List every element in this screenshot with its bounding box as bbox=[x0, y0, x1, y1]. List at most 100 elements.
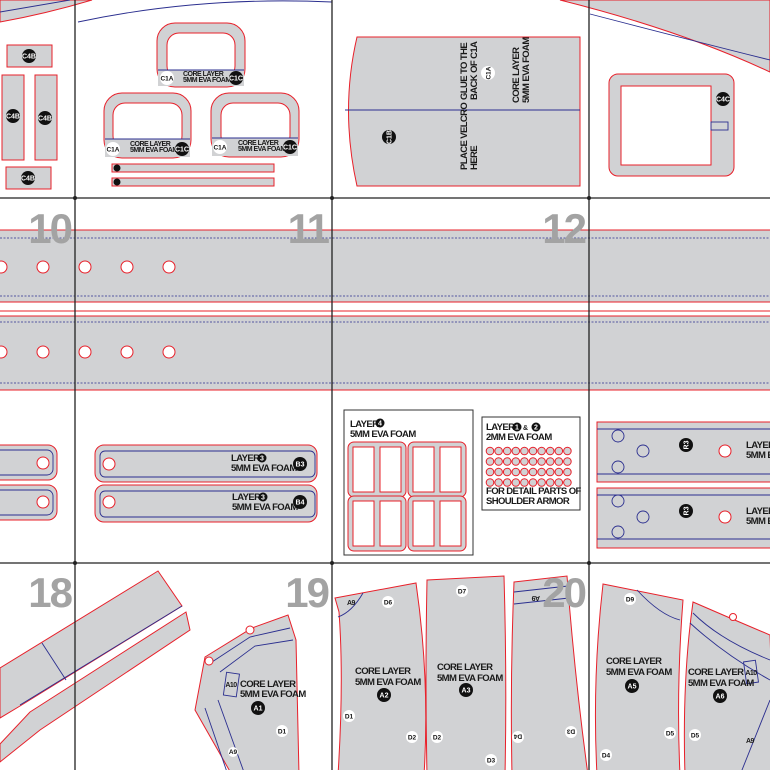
detail-dot-piece bbox=[502, 467, 512, 477]
a4-piece: A9 D4 D3 bbox=[510, 575, 588, 770]
detail-dot-piece bbox=[563, 478, 572, 487]
detail-dot-piece bbox=[520, 467, 529, 477]
a6-piece: A10 CORE LAYER 5MM EVA FOAM A6 D5 A9 bbox=[683, 601, 770, 770]
detail-dot-piece bbox=[545, 478, 555, 487]
guide-line bbox=[77, 0, 333, 23]
detail-dot-piece bbox=[563, 467, 572, 477]
strap-piece bbox=[0, 444, 58, 481]
detail-dot-piece bbox=[502, 446, 512, 456]
svg-text:D2: D2 bbox=[408, 735, 417, 742]
svg-text:PLACE VELCRO: PLACE VELCRO bbox=[459, 103, 470, 170]
svg-text:C1A: C1A bbox=[106, 147, 119, 154]
svg-text:B3: B3 bbox=[296, 462, 305, 469]
svg-text:BACK OF C1A: BACK OF C1A bbox=[469, 41, 480, 100]
detail-dot-piece bbox=[528, 467, 538, 477]
strap-piece bbox=[0, 484, 58, 521]
svg-text:LAYER: LAYER bbox=[231, 453, 260, 464]
svg-text:5MM E: 5MM E bbox=[746, 516, 770, 527]
detail-dot-piece bbox=[511, 467, 521, 477]
detail-dot-piece bbox=[502, 478, 512, 487]
detail-dot-piece bbox=[485, 467, 495, 477]
svg-text:5MM EVA FOAM: 5MM EVA FOAM bbox=[240, 689, 306, 700]
detail-dot-piece bbox=[537, 467, 546, 477]
layer4-piece bbox=[407, 441, 467, 498]
page-number: 12 bbox=[542, 205, 585, 252]
detail-dot-piece bbox=[554, 467, 564, 477]
detail-dot-piece bbox=[494, 446, 503, 456]
svg-text:CORE LAYER: CORE LAYER bbox=[688, 667, 744, 678]
svg-text:FOR DETAIL PARTS OF: FOR DETAIL PARTS OF bbox=[486, 486, 581, 497]
svg-text:LAYER: LAYER bbox=[486, 422, 515, 433]
detail-dot-piece bbox=[485, 457, 495, 466]
svg-text:5MM EVA FOAM: 5MM EVA FOAM bbox=[606, 667, 672, 678]
svg-text:2: 2 bbox=[534, 425, 538, 432]
svg-text:CORE LAYER: CORE LAYER bbox=[130, 141, 171, 148]
svg-text:3: 3 bbox=[261, 495, 265, 502]
svg-text:LAYER: LAYER bbox=[746, 506, 770, 517]
a3-piece: D7 CORE LAYER 5MM EVA FOAM A3 D2 D3 bbox=[425, 575, 507, 770]
c4b-badge: C4B bbox=[6, 114, 20, 121]
svg-text:C4C: C4C bbox=[716, 97, 730, 104]
c4b-piece: C4B bbox=[1, 74, 25, 161]
svg-text:D3: D3 bbox=[566, 728, 575, 735]
svg-text:5MM E: 5MM E bbox=[746, 450, 770, 461]
svg-text:A9: A9 bbox=[229, 749, 238, 756]
top-right-band-piece bbox=[559, 0, 770, 73]
svg-text:D3: D3 bbox=[487, 758, 496, 765]
detail-dot-piece bbox=[485, 478, 495, 487]
page-number: 10 bbox=[28, 205, 71, 252]
svg-text:A9: A9 bbox=[531, 594, 540, 601]
detail-dot-piece bbox=[528, 446, 538, 456]
strap-piece bbox=[111, 163, 275, 173]
detail-dot-piece bbox=[520, 446, 529, 456]
a1-piece: A10 CORE LAYER 5MM EVA FOAM A1 D1 A9 bbox=[194, 614, 307, 770]
detail-dot-piece bbox=[494, 467, 503, 477]
svg-text:LAYER: LAYER bbox=[746, 440, 770, 451]
page-number: 19 bbox=[285, 569, 328, 616]
svg-text:CORE LAYER: CORE LAYER bbox=[606, 656, 662, 667]
svg-text:5MM EVA FOAM: 5MM EVA FOAM bbox=[238, 146, 286, 153]
detail-dot-piece bbox=[520, 457, 529, 466]
detail-dot-piece bbox=[502, 457, 512, 466]
layer4-piece bbox=[347, 441, 407, 498]
detail-dot-piece bbox=[563, 457, 572, 466]
b4-piece: LAYER 3 5MM EVA FOAM B4 bbox=[94, 484, 318, 523]
r3-piece: R3 LAYER 5MM E bbox=[596, 421, 770, 483]
belt-strip bbox=[0, 229, 770, 303]
layer12-box: LAYER 1 & 2 2MM EVA FOAM FOR DETAIL PART… bbox=[481, 416, 582, 511]
detail-dot-piece bbox=[537, 457, 546, 466]
layer4-box: LAYER 4 5MM EVA FOAM bbox=[343, 409, 474, 556]
svg-text:SHOULDER ARMOR: SHOULDER ARMOR bbox=[486, 496, 570, 507]
svg-text:R3: R3 bbox=[684, 440, 691, 449]
detail-dot-piece bbox=[528, 457, 538, 466]
svg-text:C1A: C1A bbox=[213, 145, 226, 152]
svg-text:D4: D4 bbox=[513, 733, 522, 740]
svg-text:C1A: C1A bbox=[486, 66, 493, 79]
svg-text:5MM EVA FOAM: 5MM EVA FOAM bbox=[688, 678, 754, 689]
svg-text:A5: A5 bbox=[628, 684, 637, 691]
svg-text:5MM EVA FOAM: 5MM EVA FOAM bbox=[231, 463, 297, 474]
detail-dot-piece bbox=[494, 457, 503, 466]
svg-text:GLUE TO THE: GLUE TO THE bbox=[459, 43, 470, 100]
detail-dot-piece bbox=[537, 478, 546, 487]
svg-text:3: 3 bbox=[260, 456, 264, 463]
detail-dot-piece bbox=[554, 446, 564, 456]
svg-text:R3: R3 bbox=[684, 506, 691, 515]
svg-text:CORE LAYER: CORE LAYER bbox=[437, 662, 493, 673]
svg-text:A2: A2 bbox=[380, 693, 389, 700]
c4b-piece: C4B bbox=[6, 44, 53, 68]
svg-text:D5: D5 bbox=[691, 733, 700, 740]
c4b-piece: C4B bbox=[5, 166, 52, 190]
page-number: 11 bbox=[288, 205, 330, 252]
svg-text:C1C: C1C bbox=[283, 145, 297, 152]
c1-handle-piece: C1A CORE LAYER 5MM EVA FOAM C1C bbox=[103, 92, 192, 159]
svg-text:5MM EVA FOAM: 5MM EVA FOAM bbox=[521, 37, 532, 103]
detail-dot-piece bbox=[520, 478, 529, 487]
svg-text:C1C: C1C bbox=[175, 147, 189, 154]
svg-text:A1: A1 bbox=[254, 706, 263, 713]
detail-dot-piece bbox=[511, 457, 521, 466]
guide-line bbox=[0, 0, 71, 13]
svg-text:C1B: C1B bbox=[387, 130, 394, 144]
belt-strip bbox=[0, 315, 770, 391]
